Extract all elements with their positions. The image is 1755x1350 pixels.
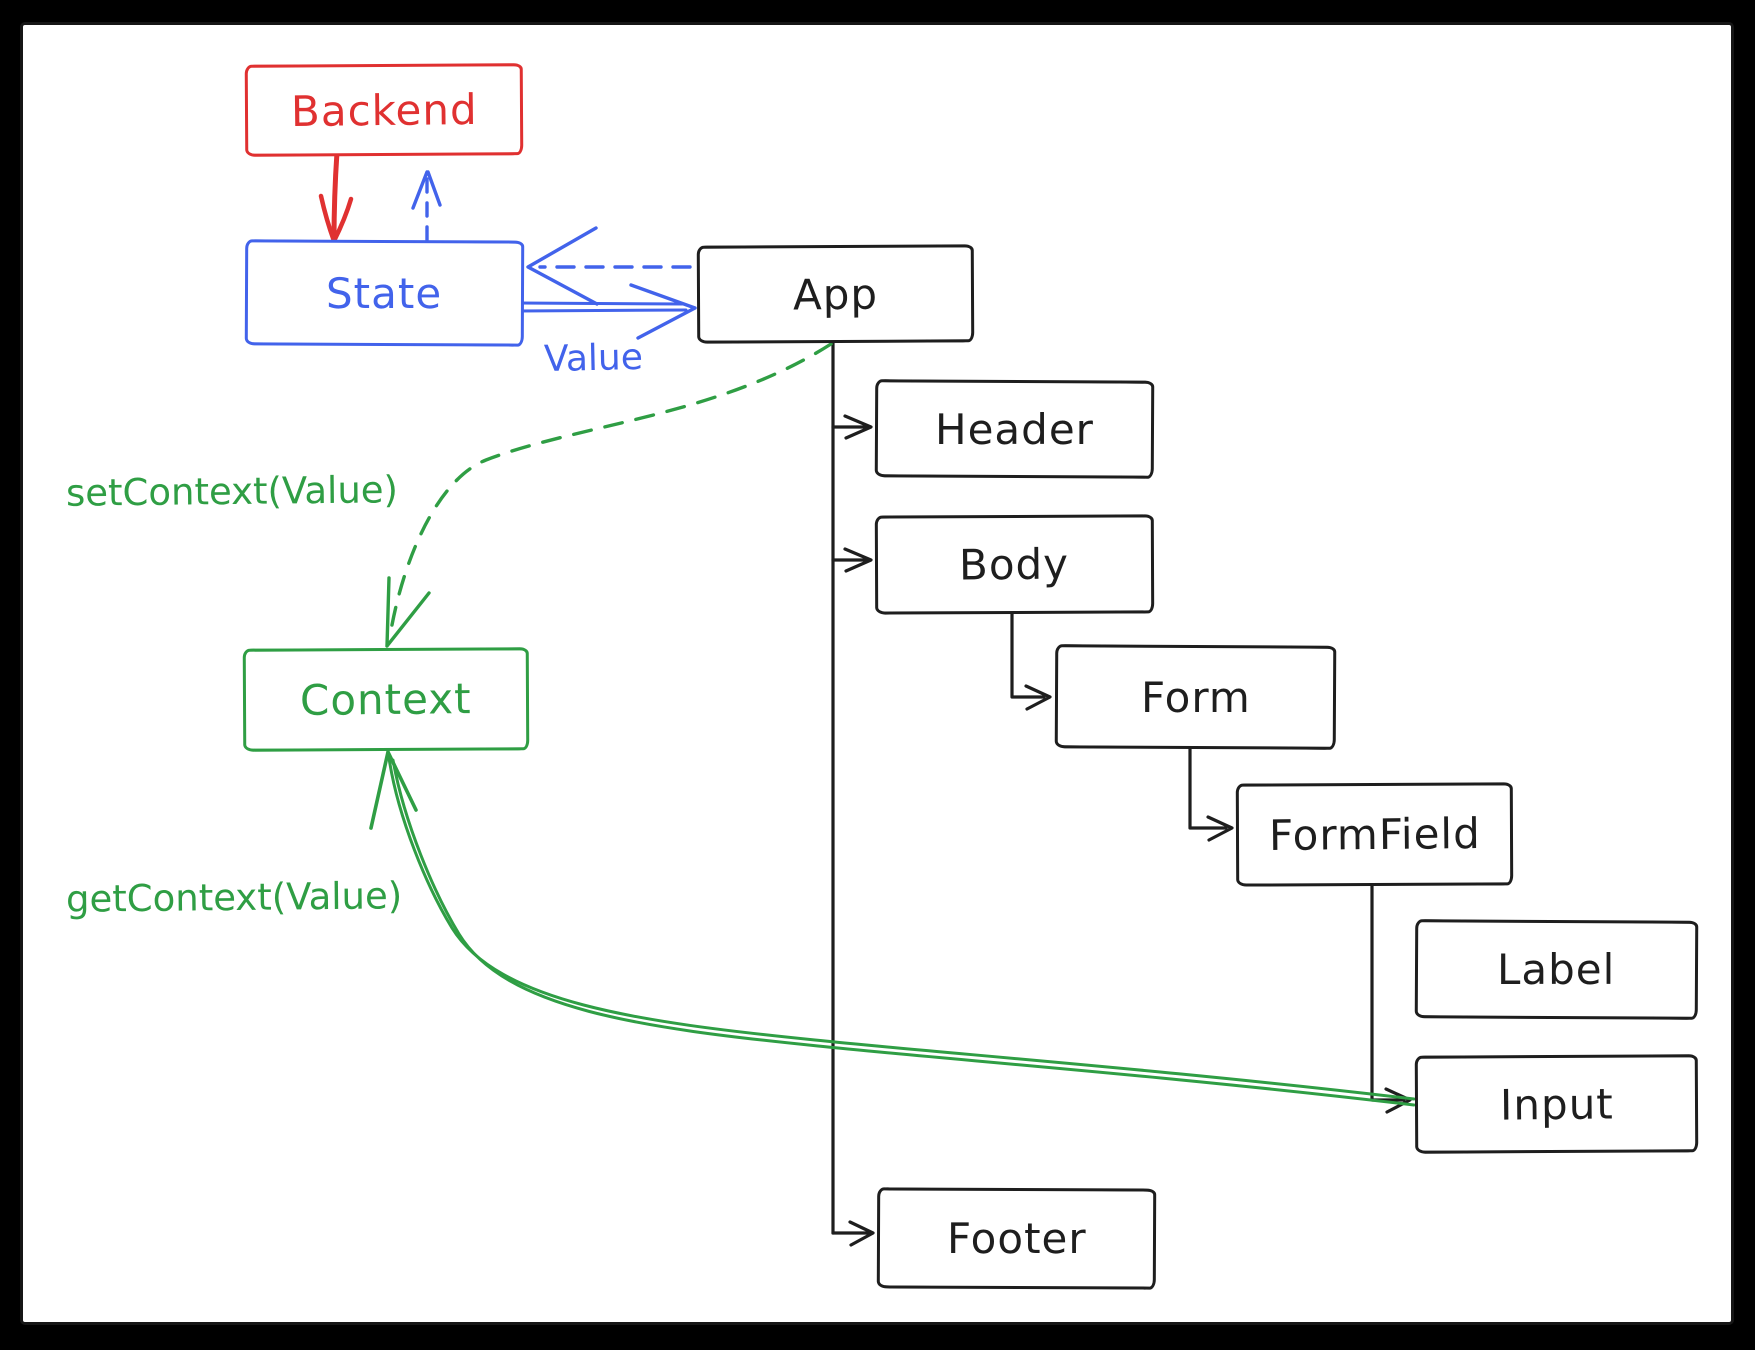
node-header: Header bbox=[874, 379, 1155, 479]
node-app: App bbox=[696, 244, 975, 344]
node-body-label: Body bbox=[959, 539, 1070, 590]
node-backend-label: Backend bbox=[290, 84, 478, 136]
node-backend: Backend bbox=[244, 63, 524, 157]
edge-label-setcontext: setContext(Value) bbox=[65, 468, 399, 515]
node-body: Body bbox=[874, 514, 1155, 615]
node-form: Form bbox=[1054, 644, 1337, 750]
node-state-label: State bbox=[326, 268, 443, 318]
node-input: Input bbox=[1414, 1054, 1699, 1154]
node-footer-label: Footer bbox=[946, 1213, 1087, 1264]
node-app-label: App bbox=[792, 269, 879, 319]
node-context-label: Context bbox=[299, 674, 473, 725]
node-input-label: Input bbox=[1499, 1078, 1614, 1130]
node-formfield: FormField bbox=[1235, 782, 1514, 887]
node-footer: Footer bbox=[876, 1187, 1157, 1290]
edge-label-value: Value bbox=[543, 336, 644, 381]
node-form-label: Form bbox=[1140, 672, 1251, 722]
node-label-label: Label bbox=[1497, 945, 1616, 994]
node-formfield-label: FormField bbox=[1268, 808, 1481, 861]
edge-label-getcontext: getContext(Value) bbox=[65, 874, 403, 921]
node-header-label: Header bbox=[935, 404, 1094, 454]
node-label: Label bbox=[1414, 919, 1699, 1020]
node-state: State bbox=[244, 239, 525, 347]
node-context: Context bbox=[242, 647, 530, 752]
